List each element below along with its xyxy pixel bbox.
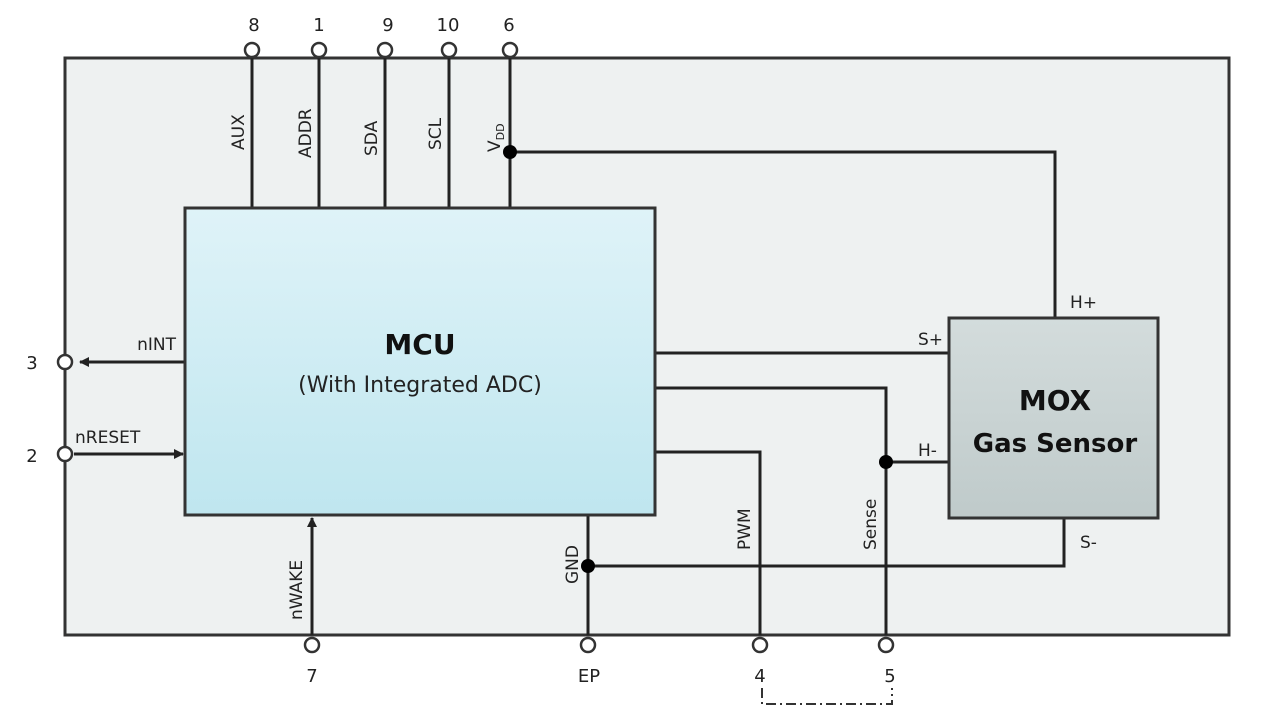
signal-sda: SDA <box>362 120 382 156</box>
pin-3 <box>56 353 74 371</box>
top-pin-wires <box>250 58 1057 318</box>
mox-sensor-block <box>947 316 1160 520</box>
mcu-block <box>183 206 657 517</box>
signal-nreset: nRESET <box>75 428 141 448</box>
signal-gnd: GND <box>563 545 583 584</box>
signal-nint: nINT <box>137 335 177 355</box>
signal-pwm: PWM <box>735 508 755 550</box>
pin-number-8: 8 <box>248 15 259 36</box>
signal-addr: ADDR <box>296 108 316 158</box>
bottom-pins: 7 EP 4 5 nWAKE GND PWM Sense <box>287 499 896 687</box>
left-pins: 3 2 nINT nRESET <box>26 335 176 467</box>
pin-ep <box>579 636 597 654</box>
pin-8 <box>243 41 261 59</box>
pin-number-7: 7 <box>306 666 317 687</box>
signal-scl: SCL <box>426 117 446 150</box>
top-pins: 8 1 9 10 6 <box>243 15 519 59</box>
pin-number-ep: EP <box>578 666 600 687</box>
junction-vdd <box>503 145 517 159</box>
pin-number-9: 9 <box>382 15 393 36</box>
signal-aux: AUX <box>229 114 249 150</box>
pin-7 <box>303 636 321 654</box>
pin-6 <box>501 41 519 59</box>
signal-sense: Sense <box>861 499 881 550</box>
junction-gnd <box>581 559 595 573</box>
pin-number-5: 5 <box>884 666 895 687</box>
external-link-4-5 <box>761 688 893 705</box>
pin-9 <box>376 41 394 59</box>
mcu-title: MCU <box>384 328 455 361</box>
pin-10 <box>440 41 458 59</box>
terminal-h-plus: H+ <box>1070 293 1097 313</box>
wire-gnd-to-sminus <box>588 518 1066 568</box>
pin-number-6: 6 <box>503 15 514 36</box>
pin-number-3: 3 <box>26 353 37 374</box>
wire-sense <box>655 386 888 635</box>
pin-1 <box>310 41 328 59</box>
pin-number-4: 4 <box>754 666 765 687</box>
wire-pwm <box>655 450 762 635</box>
terminal-s-plus: S+ <box>918 330 943 350</box>
pin-number-1: 1 <box>313 15 324 36</box>
pin-number-2: 2 <box>26 446 37 467</box>
pin-5 <box>877 636 895 654</box>
signal-vdd: VDD <box>485 123 507 152</box>
signal-vdd-main: VDD <box>485 123 507 152</box>
pin-4 <box>751 636 769 654</box>
terminal-h-minus: H- <box>918 441 937 461</box>
mcu-subtitle: (With Integrated ADC) <box>298 373 542 398</box>
junction-sense-hminus <box>879 455 893 469</box>
pin-2 <box>56 445 74 463</box>
terminal-s-minus: S- <box>1080 533 1097 553</box>
signal-nwake: nWAKE <box>287 560 307 620</box>
vdd-subscript: DD <box>494 123 507 140</box>
vdd-letter: V <box>485 140 505 152</box>
pin-number-10: 10 <box>437 15 460 36</box>
sensor-subtitle: Gas Sensor <box>973 429 1138 459</box>
sensor-title: MOX <box>1019 384 1092 417</box>
wire-vdd-to-hplus <box>510 150 1057 318</box>
